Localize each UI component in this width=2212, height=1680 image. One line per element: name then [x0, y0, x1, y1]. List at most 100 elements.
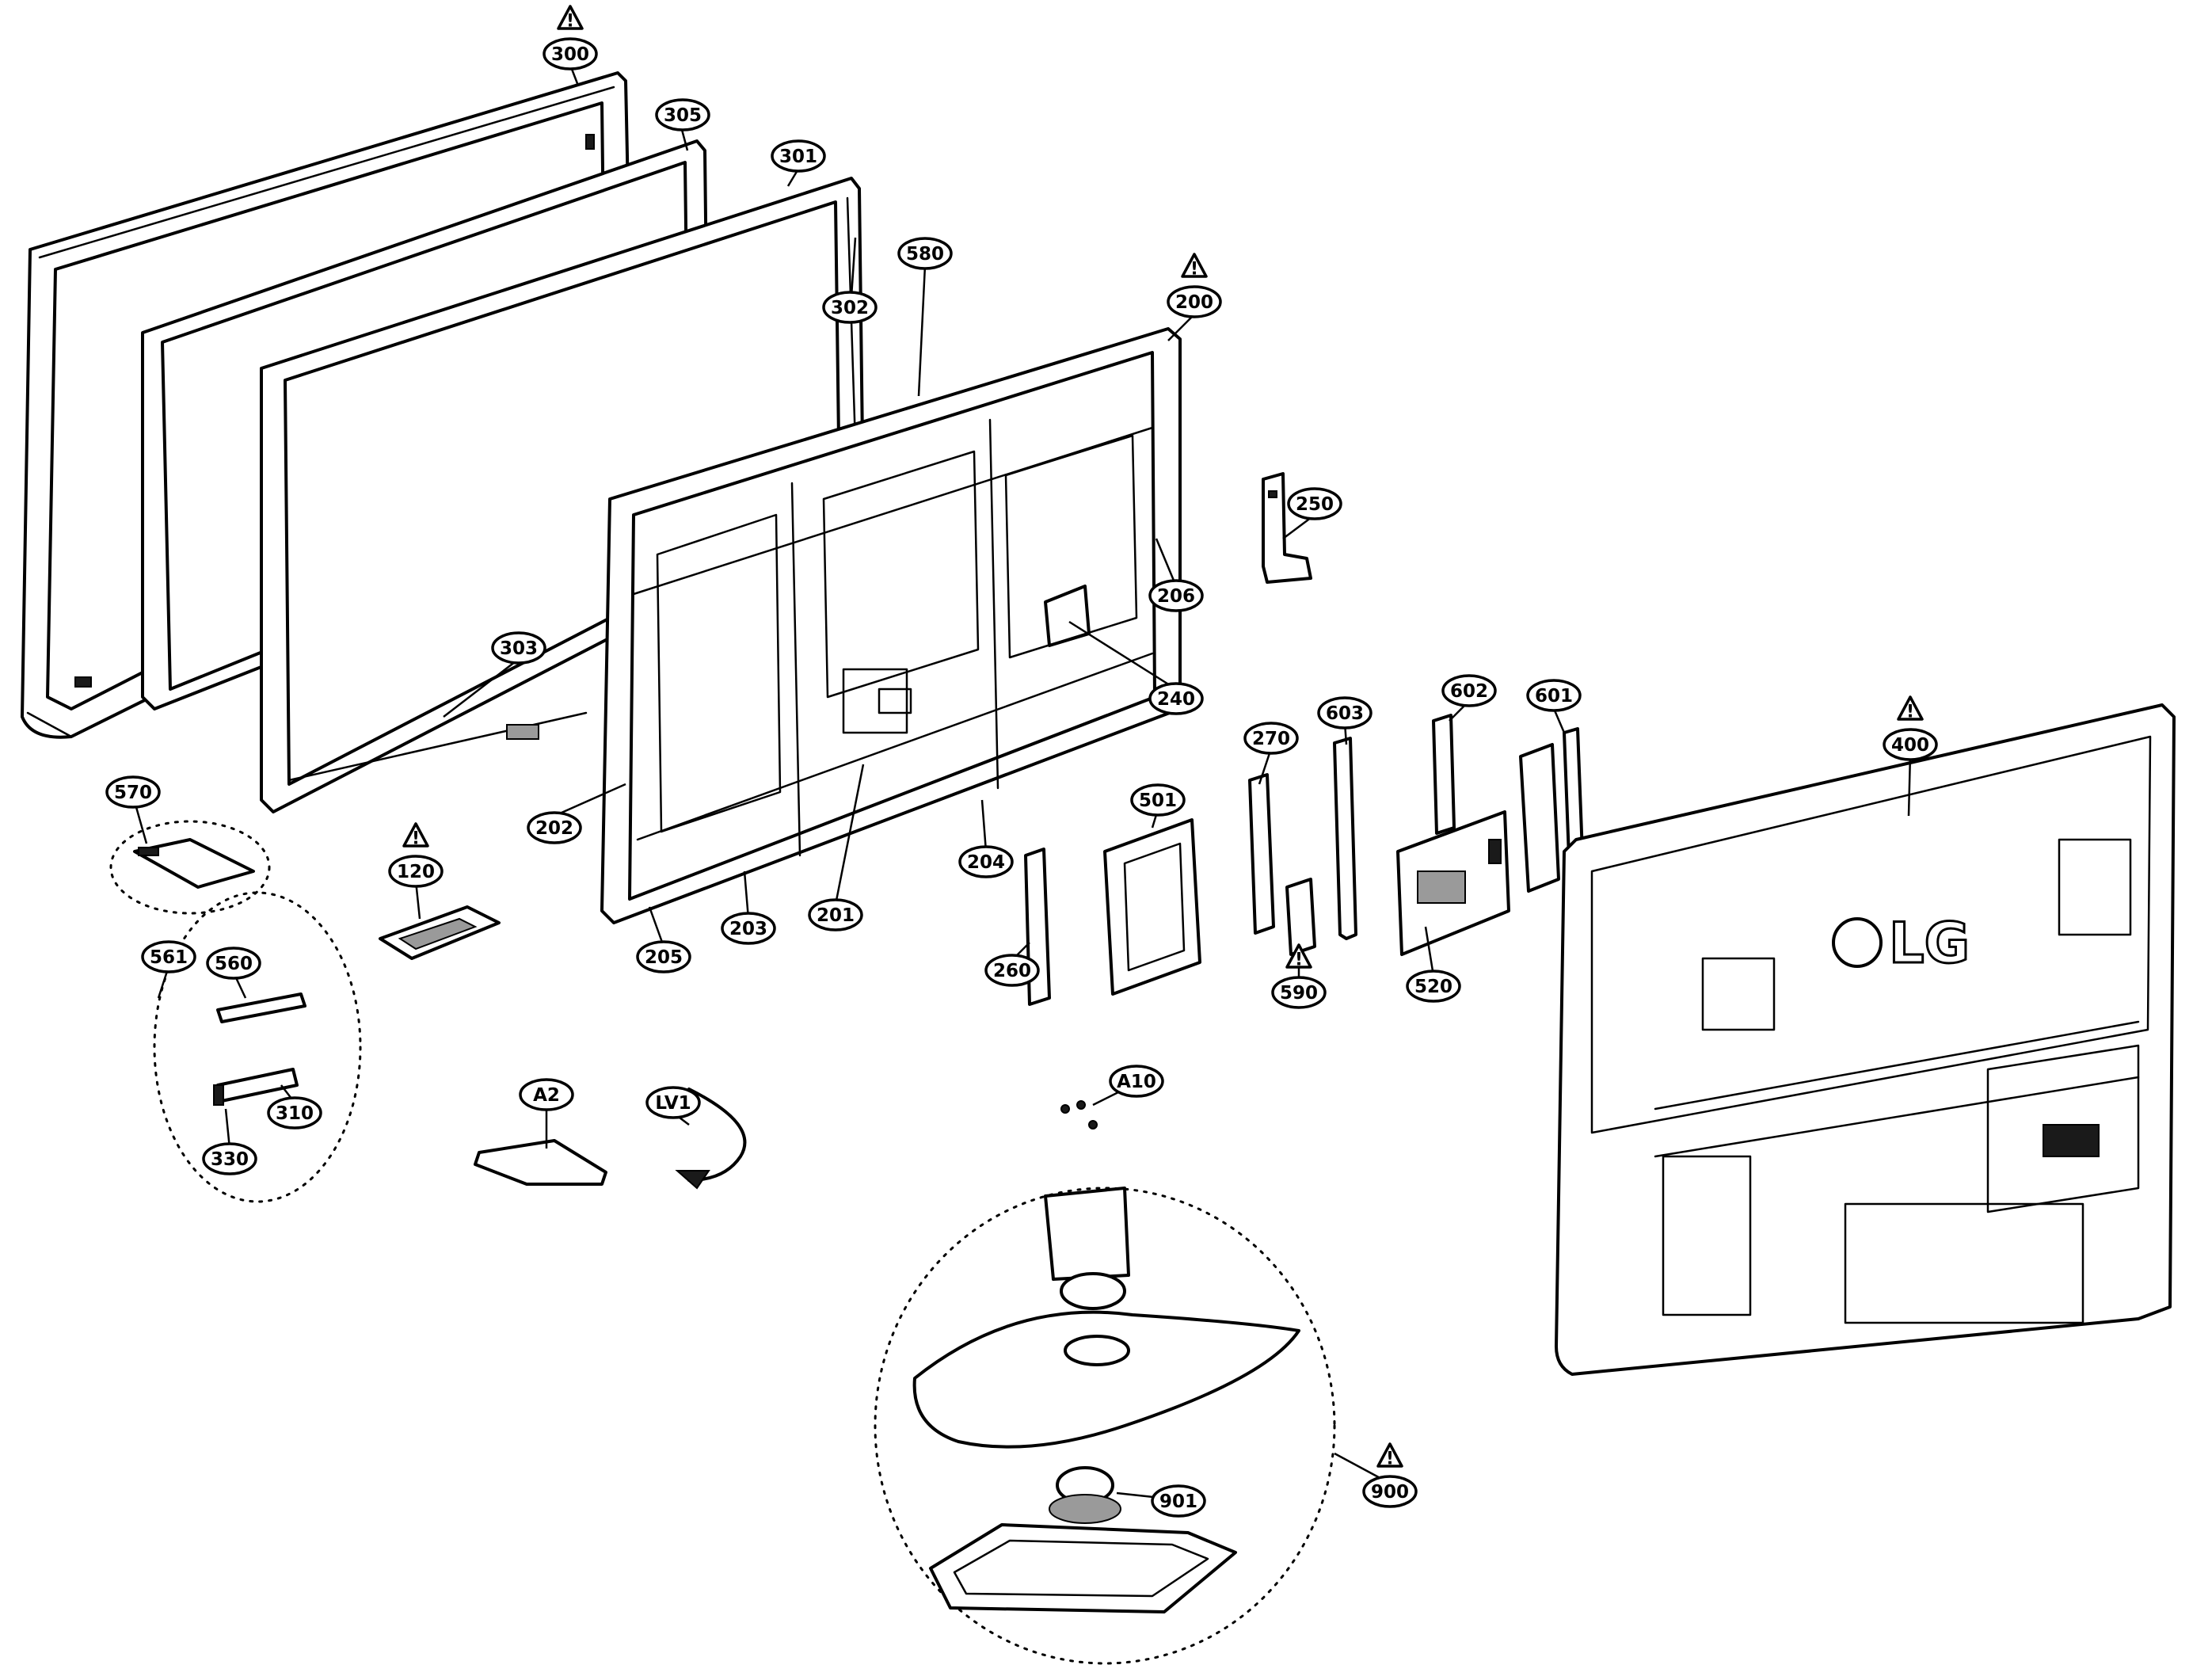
callout-bubble: [491, 631, 546, 665]
callout-bubble: [519, 1078, 574, 1111]
svg-text:!: !: [1190, 260, 1198, 280]
callout-label: 200: [1175, 292, 1213, 313]
callout-330: 330: [202, 1142, 257, 1175]
callout-bubble: [1406, 970, 1461, 1003]
callout-label: 603: [1326, 703, 1364, 724]
callout-bubble: [388, 855, 444, 888]
callout-LV1: LV1: [645, 1086, 701, 1119]
callout-bubble: [655, 98, 710, 131]
callout-label: 330: [211, 1149, 249, 1170]
callout-bubble: [1130, 783, 1186, 817]
part-bracket-603: [1333, 737, 1357, 940]
callout-bubble: [267, 1096, 322, 1130]
part-main-board: [1396, 810, 1510, 956]
callout-label: 120: [397, 862, 435, 882]
callout-580: 580: [897, 237, 953, 270]
part-A2: [474, 1139, 607, 1186]
callout-label: 300: [551, 44, 589, 65]
callout-570: 570: [105, 775, 161, 809]
callout-900: 900: [1362, 1475, 1418, 1508]
callout-bubble: [1148, 579, 1204, 612]
callout-bubble: [822, 291, 878, 324]
callout-label: 240: [1157, 689, 1195, 710]
callout-305: 305: [655, 98, 710, 131]
callout-603: 603: [1317, 696, 1373, 730]
callout-bubble: [984, 954, 1040, 987]
callout-label: 302: [831, 298, 869, 318]
part-speaker-120: [379, 905, 501, 960]
callout-bubble: [1317, 696, 1373, 730]
callout-label: 303: [500, 638, 538, 659]
callout-label: 206: [1157, 586, 1195, 607]
callout-520: 520: [1406, 970, 1461, 1003]
callout-label: 520: [1414, 977, 1452, 997]
callout-120: 120: [388, 855, 444, 888]
warning-icon: !: [1181, 253, 1208, 280]
callout-bubble: [771, 139, 826, 173]
callout-labels: 300 305 301 302 580 200 250 206 240 303 202 270 603 6…: [105, 37, 1938, 1518]
part-bracket-250: [1262, 472, 1312, 584]
callout-bubble: [1148, 682, 1204, 715]
callout-bubble: [645, 1086, 701, 1119]
callout-label: A2: [533, 1085, 560, 1106]
callout-label: 580: [906, 244, 944, 265]
callout-label: 301: [779, 147, 817, 167]
callout-label: 501: [1139, 790, 1177, 811]
callout-label: A10: [1117, 1072, 1156, 1092]
callout-bubble: [1151, 1484, 1206, 1518]
back-cover-logo: LG: [1889, 911, 1970, 976]
warning-icon: !: [557, 5, 584, 32]
svg-text:!: !: [1295, 950, 1303, 970]
leader-lines: [133, 64, 1912, 1500]
callout-A10: A10: [1109, 1065, 1164, 1098]
part-561-group: [153, 891, 362, 1203]
callout-202: 202: [527, 811, 582, 844]
callout-240: 240: [1148, 682, 1204, 715]
callout-bubble: [1287, 487, 1342, 520]
warning-icon: !: [1285, 943, 1312, 970]
callout-label: 900: [1371, 1482, 1409, 1503]
callout-label: 561: [150, 947, 188, 968]
callout-bubble: [1883, 728, 1938, 761]
callout-303: 303: [491, 631, 546, 665]
callout-270: 270: [1243, 722, 1299, 755]
callout-bubble: [808, 898, 863, 931]
callout-label: 400: [1891, 735, 1929, 756]
callout-label: LV1: [655, 1093, 691, 1114]
callout-205: 205: [636, 940, 691, 973]
callout-bubble: [897, 237, 953, 270]
warning-icon: !: [402, 822, 429, 849]
callout-bubble: [202, 1142, 257, 1175]
warning-icon: !: [1897, 695, 1924, 722]
callout-bubble: [206, 947, 261, 980]
part-stand-bracket-270: [1248, 773, 1275, 935]
callout-bubble: [721, 912, 776, 945]
callout-250: 250: [1287, 487, 1342, 520]
callout-bubble: [958, 845, 1014, 878]
callout-label: 260: [993, 961, 1031, 981]
svg-text:!: !: [566, 12, 574, 32]
callout-label: 901: [1159, 1491, 1197, 1512]
warning-icon: !: [1376, 1442, 1403, 1469]
callout-302: 302: [822, 291, 878, 324]
part-590: [1285, 878, 1316, 956]
part-570-group: [109, 820, 271, 915]
callout-label: 270: [1252, 729, 1290, 749]
callout-bubble: [636, 940, 691, 973]
callout-301: 301: [771, 139, 826, 173]
callout-label: 201: [817, 905, 855, 926]
callout-201: 201: [808, 898, 863, 931]
callout-bubble: [1362, 1475, 1418, 1508]
callout-label: 602: [1450, 681, 1488, 702]
callout-203: 203: [721, 912, 776, 945]
callout-label: 590: [1280, 983, 1318, 1004]
callout-label: 202: [535, 818, 573, 839]
callout-200: 200: [1167, 285, 1222, 318]
svg-text:!: !: [1386, 1450, 1394, 1469]
callout-label: 205: [645, 947, 683, 968]
callout-bubble: [1526, 679, 1582, 712]
callout-561: 561: [141, 940, 196, 973]
callout-501: 501: [1130, 783, 1186, 817]
callout-label: 310: [276, 1103, 314, 1124]
